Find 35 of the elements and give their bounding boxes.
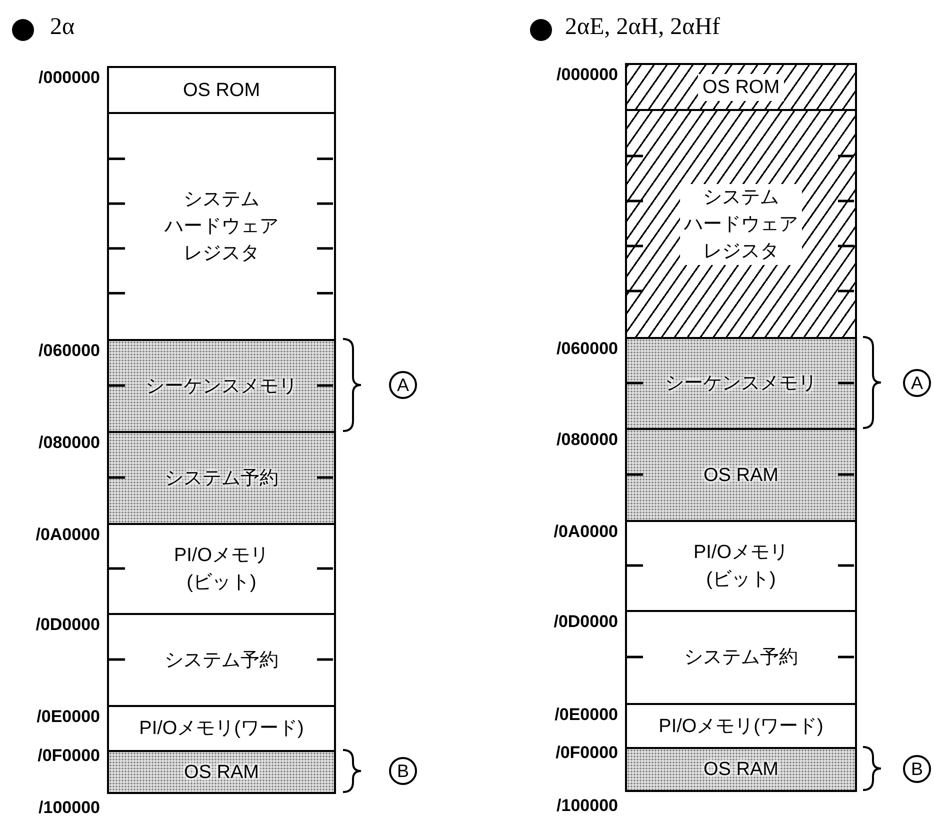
address-label: /100000 (556, 796, 618, 816)
address-label: /0F0000 (36, 746, 100, 766)
memory-map-segment: PI/Oメモリ (ビット) (625, 520, 857, 612)
callout-letter: A (389, 371, 417, 399)
memory-map-segment: シーケンスメモリ (107, 339, 336, 433)
address-label: /000000 (556, 65, 618, 85)
memory-map-segment: OS ROM (625, 63, 857, 111)
address-label: /000000 (38, 68, 100, 88)
memory-map-segment: システムハードウェアレジスタ (625, 109, 857, 339)
callout-letter: A (903, 368, 931, 396)
memory-map-segment: PI/Oメモリ (ビット) (107, 523, 336, 615)
column-heading: 2αE, 2αH, 2αHf (565, 14, 720, 41)
address-label: /080000 (38, 433, 100, 453)
address-label: /0D0000 (552, 612, 618, 632)
address-label: /100000 (38, 798, 100, 818)
memory-map-segment: システム予約 (625, 610, 857, 705)
memory-map-segment: シーケンスメモリ (625, 337, 857, 430)
memory-map-segment: OS RAM (625, 747, 857, 792)
memory-map-segment: OS RAM (625, 428, 857, 522)
column-heading: 2α (50, 14, 75, 41)
callout-letter: B (903, 754, 931, 782)
memory-map-segment: システム予約 (107, 431, 336, 525)
memory-map-segment: OS RAM (107, 750, 336, 794)
callout-letter: B (389, 757, 417, 785)
address-label: /080000 (556, 430, 618, 450)
address-label: /0E0000 (554, 705, 618, 725)
memory-map-segment: OS ROM (107, 66, 336, 114)
address-label: /0A0000 (34, 525, 100, 545)
address-label: /0D0000 (34, 615, 100, 635)
address-label: /060000 (38, 341, 100, 361)
address-label: /0F0000 (554, 743, 618, 763)
address-label: /060000 (556, 339, 618, 359)
address-label: /0A0000 (552, 522, 618, 542)
memory-map-segment: システム予約 (107, 613, 336, 707)
address-label: /0E0000 (36, 707, 100, 727)
